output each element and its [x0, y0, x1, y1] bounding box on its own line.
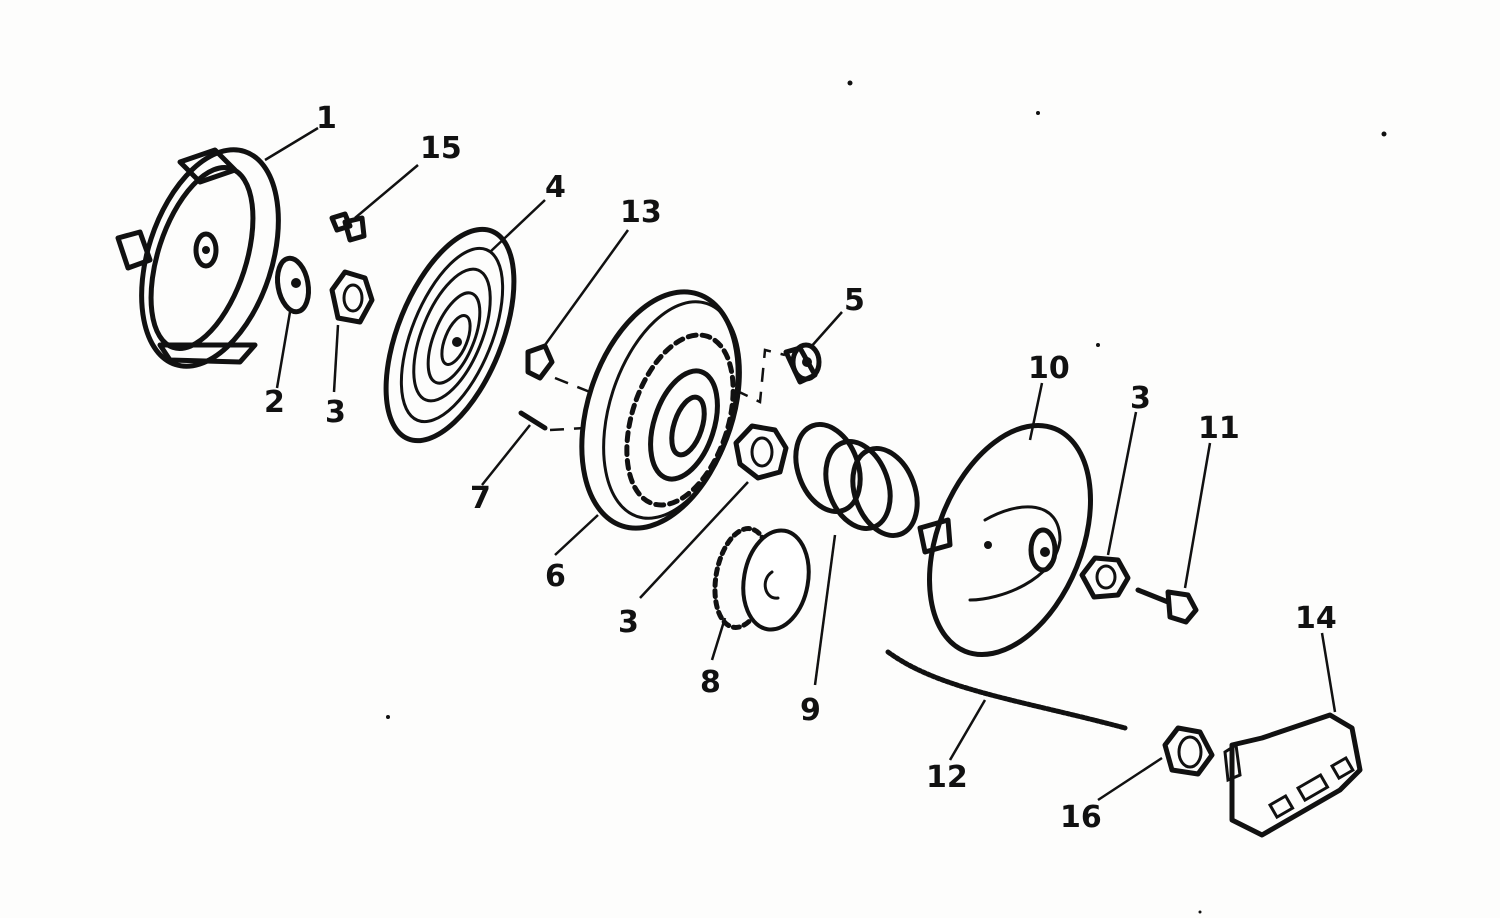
- label-15: 15: [420, 131, 462, 166]
- label-13: 13: [620, 195, 662, 230]
- part-13-clip: [525, 343, 555, 381]
- part-3-nut-right: [1079, 555, 1131, 600]
- label-10: 10: [1028, 351, 1070, 386]
- label-1: 1: [316, 101, 337, 136]
- callout-numbers: 1 2 3 15 4 13 7 6 5 3 8 9 10 3 11 12 14 …: [264, 101, 1337, 835]
- part-1-starter-housing: [115, 147, 281, 369]
- part-16-insert: [1162, 725, 1215, 777]
- label-3-right: 3: [1130, 381, 1151, 416]
- part-8-pinion-gear: [712, 526, 811, 632]
- label-4: 4: [545, 170, 566, 205]
- part-3-nut-left: [329, 269, 375, 325]
- part-3-nut-middle: [733, 423, 789, 481]
- part-11-screw: [1135, 587, 1199, 625]
- leader-lines: [264, 126, 1337, 802]
- label-8: 8: [700, 665, 721, 700]
- label-3-left: 3: [325, 395, 346, 430]
- label-3-middle: 3: [618, 605, 639, 640]
- label-7: 7: [470, 481, 491, 516]
- part-2-washer: [275, 255, 311, 315]
- part-15-screw: [329, 211, 367, 243]
- label-5: 5: [844, 283, 865, 318]
- label-6: 6: [545, 559, 566, 594]
- part-9-spring: [793, 421, 920, 539]
- part-10-pawl-plate: [917, 423, 1093, 657]
- part-5-bushing: [783, 342, 822, 385]
- part-7-pin: [518, 410, 548, 431]
- part-6-pulley: [579, 289, 742, 531]
- label-16: 16: [1060, 800, 1102, 835]
- label-12: 12: [926, 760, 968, 795]
- label-14: 14: [1295, 601, 1337, 636]
- part-12-rope: [885, 649, 1128, 731]
- part-14-handle: [1223, 712, 1363, 838]
- label-2: 2: [264, 385, 285, 420]
- label-9: 9: [800, 693, 821, 728]
- label-11: 11: [1198, 411, 1240, 446]
- part-4-rewind-spring: [383, 226, 517, 444]
